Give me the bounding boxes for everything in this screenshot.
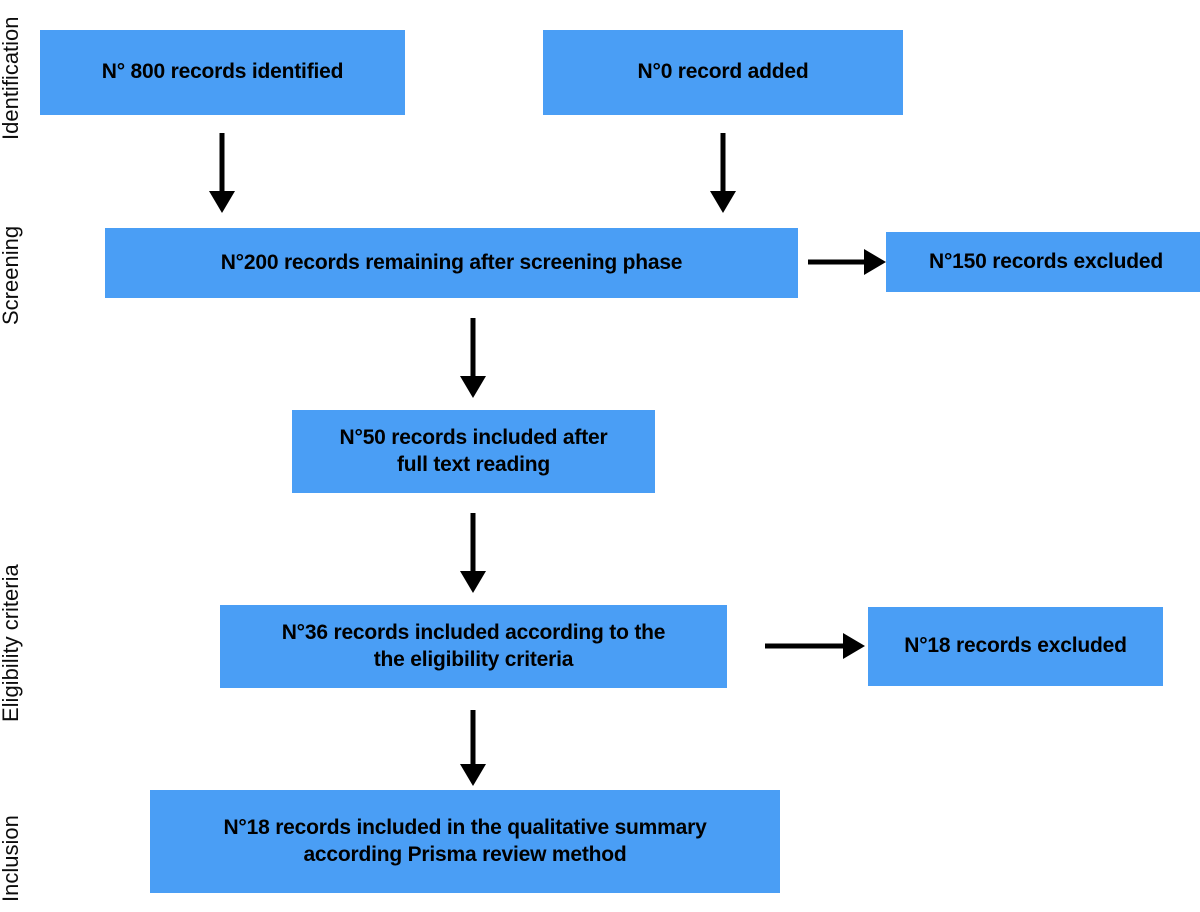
stage-label-screening: Screening [0,213,30,325]
arrow-shaft [765,643,845,649]
box-records-eligibility-text: N°36 records included according to the t… [281,621,666,671]
stage-label-inclusion-text: Inclusion [0,815,23,902]
box-records-excluded-screening: N°150 records excluded [886,232,1200,292]
arrow-shaft [470,318,476,380]
box-records-excluded-screening-text: N°150 records excluded [929,249,1163,273]
arrow-head [710,191,736,213]
stage-label-eligibility-criteria-text: Eligibility criteria [0,564,23,722]
box-records-remaining-screening: N°200 records remaining after screening … [105,228,798,298]
arrow-head [843,633,865,659]
box-records-included-final: N°18 records included in the qualitative… [150,790,780,893]
arrow-head [460,764,486,786]
box-records-added: N°0 record added [543,30,903,115]
arrow-head [209,191,235,213]
arrow-shaft [219,133,225,195]
box-records-full-text: N°50 records included after full text re… [292,410,655,493]
box-records-identified-text: N° 800 records identified [101,60,344,84]
box-records-full-text-text: N°50 records included after full text re… [339,426,608,476]
arrow-shaft [470,513,476,575]
box-records-included-final-text: N°18 records included in the qualitative… [223,816,707,866]
arrow-shaft [720,133,726,195]
stage-label-identification: Identification [0,8,30,140]
arrow-shaft [808,259,866,265]
stage-label-screening-text: Screening [0,225,23,325]
stage-label-identification-text: Identification [0,16,23,140]
arrow-shaft [470,710,476,768]
box-records-added-text: N°0 record added [637,60,809,84]
box-records-identified: N° 800 records identified [40,30,405,115]
box-records-eligibility: N°36 records included according to the t… [220,605,727,688]
arrow-head [864,249,886,275]
arrow-head [460,571,486,593]
box-records-excluded-eligibility-text: N°18 records excluded [904,634,1127,658]
stage-label-eligibility-criteria: Eligibility criteria [0,558,30,722]
arrow-head [460,376,486,398]
stage-label-inclusion: Inclusion [0,790,30,902]
box-records-excluded-eligibility: N°18 records excluded [868,607,1163,686]
box-records-remaining-screening-text: N°200 records remaining after screening … [220,250,683,274]
